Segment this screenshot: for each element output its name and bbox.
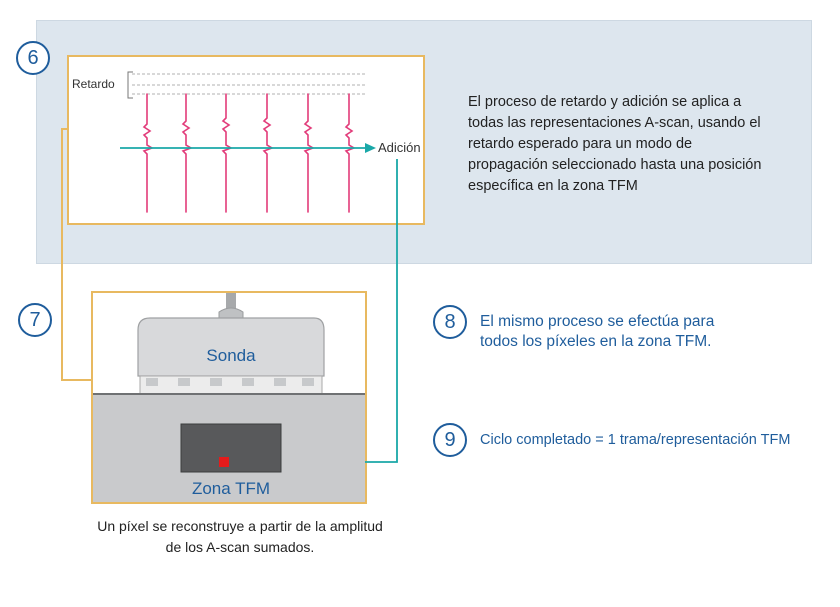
caption-line-1: Un píxel se reconstruye a partir de la a… <box>97 518 383 534</box>
caption-line-2: de los A-scan sumados. <box>165 539 315 555</box>
step-7-circle: 7 <box>18 303 52 337</box>
ascan-box <box>67 55 425 225</box>
retardo-label: Retardo <box>72 77 115 91</box>
step-8-text: El mismo proceso se efectúa para todos l… <box>480 312 820 352</box>
probe-body <box>137 317 325 377</box>
step-8-line-1: El mismo proceso se efectúa para <box>480 313 715 330</box>
description-line: todas las representaciones A-scan, usand… <box>468 115 761 131</box>
adicion-label: Adición <box>378 140 421 155</box>
ascan-trace-1 <box>142 93 154 213</box>
ascan-traces <box>142 93 356 213</box>
step-9-circle: 9 <box>433 423 467 457</box>
retardo-bracket <box>127 71 365 99</box>
description-line: El proceso de retardo y adición se aplic… <box>468 94 742 110</box>
caption: Un píxel se reconstruye a partir de la a… <box>50 516 430 558</box>
ascan-trace-3 <box>221 93 233 213</box>
ascan-trace-5 <box>303 93 315 213</box>
description-line: propagación seleccionado hasta una posic… <box>468 157 762 173</box>
ascan-trace-4 <box>262 93 274 213</box>
tfm-zone <box>180 423 282 473</box>
sonda-label: Sonda <box>206 346 256 365</box>
ascan-trace-2 <box>181 93 193 213</box>
probe-cable <box>226 293 236 311</box>
step-6-description: El proceso de retardo y adición se aplic… <box>468 92 808 197</box>
pixel-marker <box>219 457 229 467</box>
step-6-circle: 6 <box>16 41 50 75</box>
probe-elements <box>139 375 323 395</box>
ascan-trace-6 <box>344 93 356 213</box>
description-line: específica en la zona TFM <box>468 178 638 194</box>
description-line: retardo esperado para un modo de <box>468 136 693 152</box>
step-8-line-2: todos los píxeles en la zona TFM. <box>480 333 712 350</box>
sum-arrow-head <box>365 143 376 153</box>
step-9-text: Ciclo completado = 1 trama/representació… <box>480 432 791 448</box>
connector-line <box>61 128 91 381</box>
step-8-circle: 8 <box>433 305 467 339</box>
zona-tfm-label: Zona TFM <box>192 479 270 498</box>
